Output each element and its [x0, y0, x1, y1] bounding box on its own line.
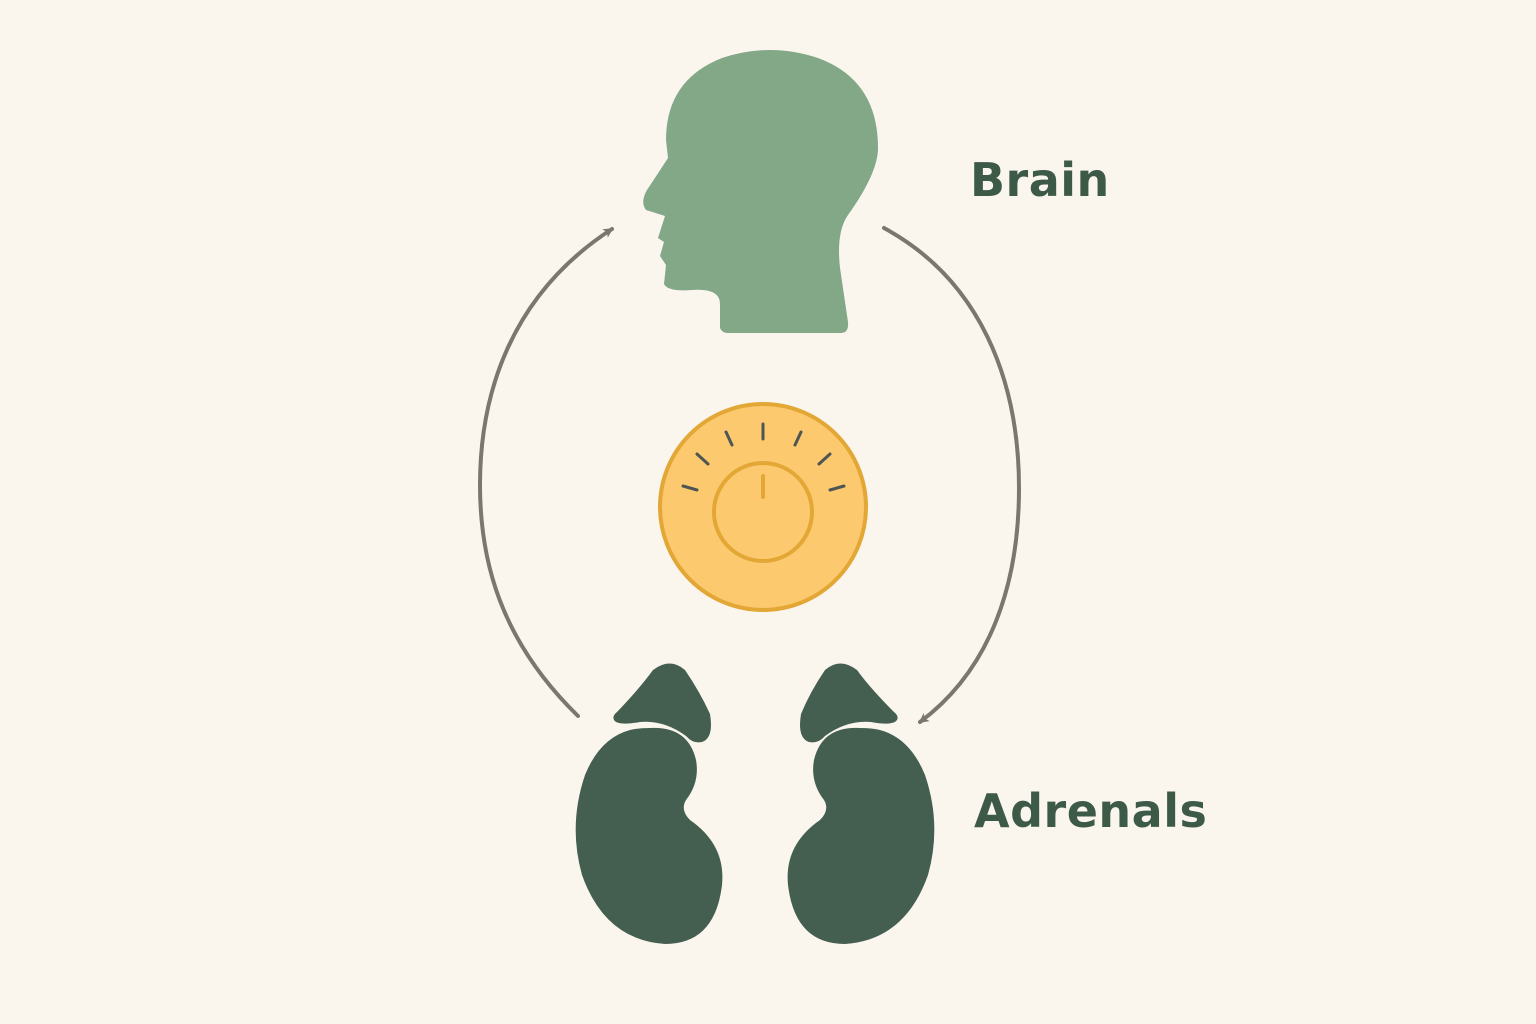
brain-label: Brain: [970, 153, 1110, 207]
signal-arrow-down: [882, 226, 1022, 724]
dial-tick: [724, 430, 734, 447]
right-kidney: [787, 727, 935, 944]
dial-tick-marks: [681, 422, 846, 492]
dial-tick: [681, 484, 699, 492]
dial-tick: [695, 452, 710, 466]
right-adrenal-gland: [800, 663, 898, 743]
left-kidney: [575, 727, 723, 944]
adrenals-label: Adrenals: [974, 784, 1208, 838]
dial-outer-ring: [658, 402, 868, 612]
dial-knob-icon: [658, 402, 868, 612]
dial-tick: [793, 430, 803, 447]
dial-knob: [712, 461, 814, 563]
left-adrenal-gland: [613, 663, 711, 743]
adrenal-glands-icon: [575, 663, 935, 944]
dial-tick: [817, 452, 832, 466]
feedback-arrow-up: [477, 227, 614, 718]
dial-tick: [828, 484, 846, 492]
head-profile-icon: [643, 50, 878, 333]
